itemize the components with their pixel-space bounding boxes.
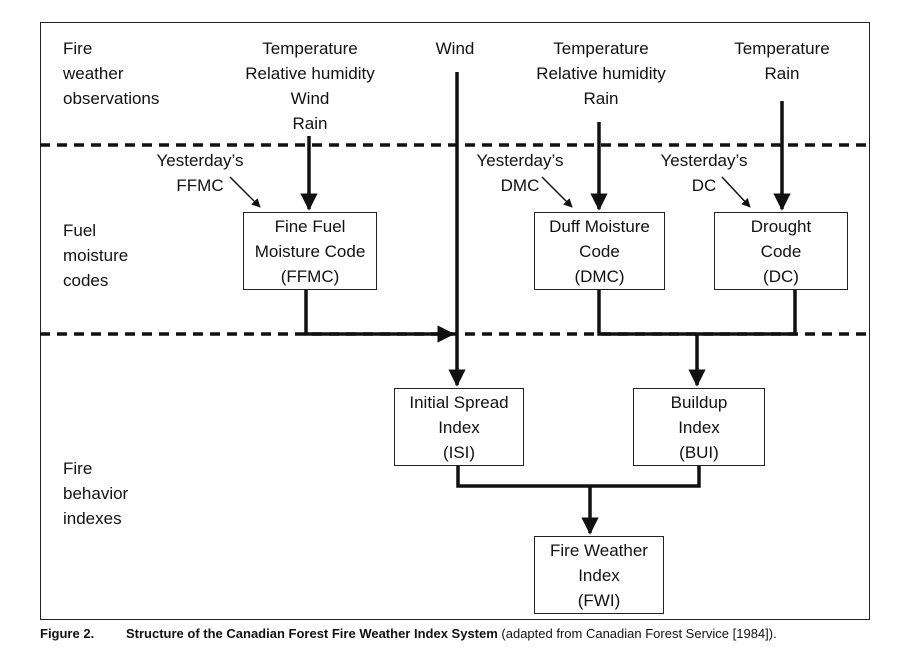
arrow-yesterday-dc bbox=[721, 176, 751, 208]
yesterday-dc-label: Yesterday’s DC bbox=[660, 151, 748, 195]
section-label-fuel-codes: Fuel moisture codes bbox=[63, 221, 129, 290]
figure-caption: Figure 2. Structure of the Canadian Fores… bbox=[40, 626, 777, 641]
caption-number: Figure 2. bbox=[40, 626, 95, 641]
caption-title: Structure of the Canadian Forest Fire We… bbox=[126, 626, 498, 641]
inputs-wind-label: Wind bbox=[435, 39, 475, 58]
arrow-ffmc-to-isi bbox=[304, 290, 455, 343]
box-ffmc: Fine Fuel Moisture Code (FFMC) bbox=[243, 212, 377, 290]
arrow-yesterday-dmc bbox=[541, 176, 573, 208]
box-isi: Initial Spread Index (ISI) bbox=[394, 388, 524, 466]
box-dmc: Duff Moisture Code (DMC) bbox=[534, 212, 665, 290]
section-label-observations: Fire weather observations bbox=[63, 39, 160, 108]
arrow-yesterday-ffmc bbox=[229, 176, 261, 208]
section-label-behavior-indexes: Fire behavior indexes bbox=[63, 459, 129, 528]
inputs-ffmc-label: Temperature Relative humidity Wind Rain bbox=[245, 39, 375, 133]
box-bui: Buildup Index (BUI) bbox=[633, 388, 765, 466]
inputs-dc-label: Temperature Rain bbox=[734, 39, 830, 83]
line-dmc-dc-join bbox=[597, 289, 797, 336]
box-dc: Drought Code (DC) bbox=[714, 212, 848, 290]
box-fwi: Fire Weather Index (FWI) bbox=[534, 536, 664, 614]
yesterday-dmc-label: Yesterday’s DMC bbox=[476, 151, 564, 195]
caption-source: (adapted from Canadian Forest Service [1… bbox=[497, 626, 777, 641]
inputs-dmc-label: Temperature Relative humidity Rain bbox=[536, 39, 666, 108]
yesterday-ffmc-label: Yesterday’s FFMC bbox=[156, 151, 244, 195]
diagram-frame bbox=[40, 22, 870, 620]
line-isi-bui-join bbox=[456, 465, 701, 488]
